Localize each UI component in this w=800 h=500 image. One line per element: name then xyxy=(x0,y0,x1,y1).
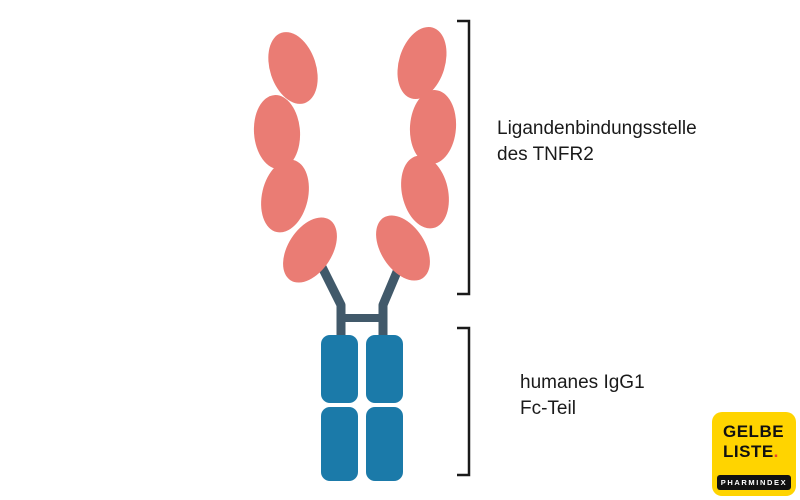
fc-region xyxy=(321,335,403,481)
fc-segment xyxy=(321,335,358,403)
tnfr2-arm-right xyxy=(376,26,457,281)
logo-word-liste: LISTE. xyxy=(712,442,796,462)
tnfr2-domain xyxy=(253,95,301,169)
tnfr2-label-line1: Ligandenbindungsstelle xyxy=(497,118,697,139)
fc-segment xyxy=(366,335,403,403)
tnfr2-label: Ligandenbindungsstelle des TNFR2 xyxy=(497,116,697,168)
hinge-region xyxy=(317,264,404,338)
logo-tagline-text: PHARMINDEX xyxy=(720,478,788,487)
fc-label-line1: humanes IgG1 xyxy=(520,372,645,393)
fc-label-line2: Fc-Teil xyxy=(520,398,576,419)
logo-tagline-bar: PHARMINDEX xyxy=(717,475,791,490)
top-bracket xyxy=(457,19,471,296)
fc-segment xyxy=(321,407,358,481)
tnfr2-arm-left xyxy=(253,32,337,283)
tnfr2-domain xyxy=(376,215,430,281)
tnfr2-domain xyxy=(401,155,449,229)
logo-word1-text: GELBE xyxy=(723,422,785,441)
fc-label: humanes IgG1 Fc-Teil xyxy=(520,370,645,422)
hinge-left-stem xyxy=(317,264,346,338)
hinge-right-stem xyxy=(378,265,404,338)
tnfr2-domain xyxy=(261,159,309,233)
logo-word-gelbe: GELBE xyxy=(712,422,796,442)
logo-word2-text: LISTE xyxy=(723,442,774,461)
tnfr2-label-line2: des TNFR2 xyxy=(497,144,594,165)
fc-segment xyxy=(366,407,403,481)
brackets xyxy=(457,19,471,477)
tnfr2-domain xyxy=(409,90,457,164)
gelbe-liste-logo: GELBE LISTE. PHARMINDEX xyxy=(712,412,796,496)
logo-dot: . xyxy=(773,442,779,461)
bottom-bracket xyxy=(457,326,471,477)
tnfr2-domain xyxy=(283,217,337,283)
tnfr2-domain xyxy=(268,32,318,104)
tnfr2-domain xyxy=(397,26,447,100)
